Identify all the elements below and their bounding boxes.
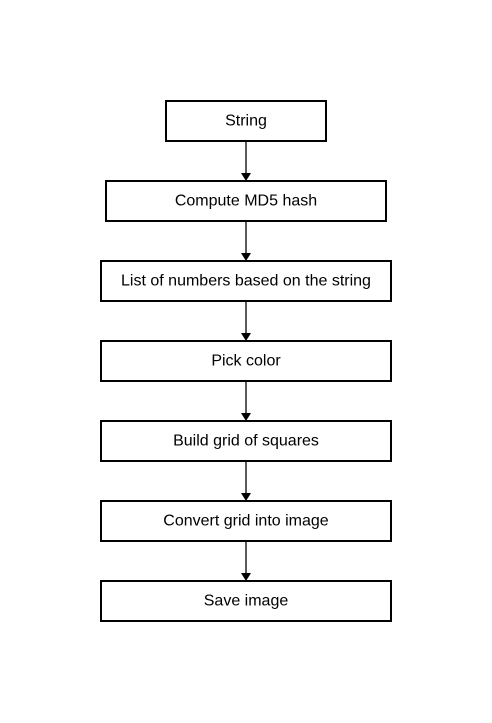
node-grid-box	[100, 420, 392, 462]
node-md5: Compute MD5 hash	[105, 180, 387, 222]
edge-string-to-md5	[241, 141, 251, 181]
node-grid-label: Build grid of squares	[173, 433, 319, 450]
node-numbers-label: List of numbers based on the string	[121, 273, 371, 290]
node-save-box	[100, 580, 392, 622]
node-convert-label: Convert grid into image	[163, 513, 329, 530]
edge-grid-to-convert	[241, 461, 251, 501]
node-color: Pick color	[100, 340, 392, 382]
node-string: String	[165, 100, 327, 142]
node-numbers-box	[100, 260, 392, 302]
node-color-box	[100, 340, 392, 382]
node-convert: Convert grid into image	[100, 500, 392, 542]
node-color-label: Pick color	[211, 353, 281, 370]
node-convert-box	[100, 500, 392, 542]
node-string-label: String	[225, 113, 267, 130]
edges	[241, 141, 251, 581]
node-string-box	[165, 100, 327, 142]
node-md5-box	[105, 180, 387, 222]
edge-color-to-grid	[241, 381, 251, 421]
edge-md5-to-numbers	[241, 221, 251, 261]
edge-numbers-to-color	[241, 301, 251, 341]
node-grid: Build grid of squares	[100, 420, 392, 462]
node-md5-label: Compute MD5 hash	[175, 193, 317, 210]
edge-convert-to-save	[241, 541, 251, 581]
node-numbers: List of numbers based on the string	[100, 260, 392, 302]
node-save-label: Save image	[204, 593, 289, 610]
node-save: Save image	[100, 580, 392, 622]
